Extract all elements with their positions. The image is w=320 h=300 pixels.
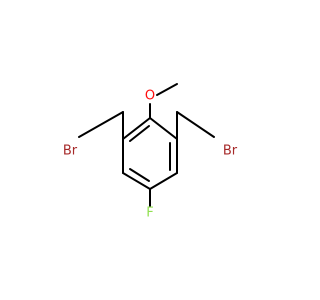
ring-bond-top-left bbox=[122, 117, 151, 140]
ring-bond-bottom-right bbox=[149, 172, 178, 190]
bromine-left-label: Br bbox=[63, 144, 78, 159]
molecule-structure: O Br Br F bbox=[63, 83, 238, 221]
bond-oxygen-to-methyl bbox=[156, 83, 178, 96]
ring-bond-bottom-left bbox=[122, 172, 151, 190]
oxygen-label: O bbox=[145, 89, 155, 104]
bond-right-ch2-to-br bbox=[176, 111, 215, 138]
structure-canvas: O Br Br F bbox=[62, 83, 238, 221]
double-bond-inner-bottom-left bbox=[129, 168, 150, 182]
fluorine-label: F bbox=[146, 206, 153, 221]
bonds bbox=[78, 83, 215, 207]
double-bond-inner-top-left bbox=[129, 125, 150, 142]
ring-bond-top-right bbox=[149, 117, 178, 140]
bromine-right-label: Br bbox=[223, 144, 238, 159]
bond-left-ch2-to-br bbox=[78, 111, 124, 138]
